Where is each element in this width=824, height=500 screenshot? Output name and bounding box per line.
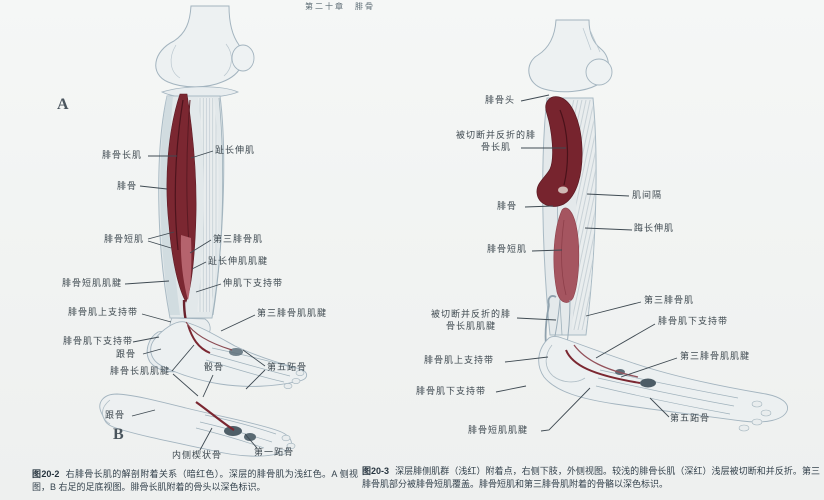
label-fibularis-longus-tendon: 腓骨长肌肌腱 bbox=[110, 366, 171, 376]
femur-bone bbox=[155, 5, 244, 88]
label-first-metatarsal: 第一跖骨 bbox=[254, 447, 295, 457]
figure-a-leg-lateral bbox=[146, 5, 308, 389]
label-fibularis-longus: 腓骨长肌 bbox=[102, 150, 143, 160]
label-fifth-metatarsal: 第五跖骨 bbox=[267, 362, 308, 372]
panel-letter-a: A bbox=[57, 96, 69, 113]
label-inf-fibular-retinaculum-lower: 腓骨肌下支持带 bbox=[416, 386, 487, 396]
fifth-metatarsal-attachment-right bbox=[640, 378, 656, 388]
caption-text-20-2: 右腓骨长肌的解剖附着关系（暗红色）。深层的腓骨肌为浅红色。A 侧视图，B 右足的… bbox=[32, 469, 359, 492]
label-ext-digitorum-longus: 趾长伸肌 bbox=[215, 145, 256, 155]
label-ext-hallucis-longus: 踇长伸肌 bbox=[634, 223, 675, 233]
fibularis-brevis-right bbox=[553, 207, 580, 303]
label-edl-tendon: 趾长伸肌肌腱 bbox=[208, 256, 269, 266]
label-inf-extensor-retinaculum: 伸肌下支持带 bbox=[223, 278, 284, 288]
label-fibularis-brevis-tendon: 腓骨短肌肌腱 bbox=[62, 278, 123, 288]
figure-a-foot-plantar bbox=[99, 393, 296, 457]
label-fibularis-tertius-right: 第三腓骨肌 bbox=[644, 295, 695, 305]
reflected-fibularis-longus bbox=[536, 96, 583, 207]
first-metatarsal-attachment bbox=[244, 433, 256, 441]
label-calcaneus-b: 跟骨 bbox=[105, 410, 126, 420]
label-fibularis-brevis-tendon-right: 腓骨短肌肌腱 bbox=[468, 425, 529, 435]
label-calcaneus: 跟骨 bbox=[116, 349, 137, 359]
label-cut-fibularis-longus: 被切断并反折的腓 骨长肌 bbox=[455, 130, 536, 152]
plantar-foot-outline bbox=[99, 393, 292, 457]
panel-letter-b: B bbox=[113, 426, 124, 443]
label-fibularis-brevis: 腓骨短肌 bbox=[104, 234, 145, 244]
label-cuboid: 骰骨 bbox=[204, 362, 225, 372]
leader-lines bbox=[124, 94, 678, 451]
label-fibularis-tertius: 第三腓骨肌 bbox=[213, 234, 264, 244]
label-sup-fibular-retinaculum: 腓骨肌上支持带 bbox=[68, 307, 139, 317]
label-fibula: 腓骨 bbox=[117, 181, 138, 191]
label-fibula-right: 腓骨 bbox=[497, 201, 518, 211]
label-fibularis-tertius-tendon-right: 第三腓骨肌肌腱 bbox=[680, 351, 751, 361]
label-inf-fibular-retinaculum: 腓骨肌下支持带 bbox=[63, 336, 134, 346]
label-fibular-head: 腓骨头 bbox=[485, 95, 516, 105]
caption-id-20-3: 图20-3 bbox=[362, 466, 390, 476]
caption-id-20-2: 图20-2 bbox=[32, 469, 60, 479]
foot-skeleton bbox=[150, 321, 308, 387]
label-medial-cuneiform: 内侧楔状骨 bbox=[172, 450, 223, 460]
label-sup-fibular-retinaculum-right: 腓骨肌上支持带 bbox=[424, 355, 495, 365]
label-fibularis-brevis-right: 腓骨短肌 bbox=[487, 244, 528, 254]
fifth-metatarsal-attachment bbox=[229, 348, 243, 356]
figure-b-leg-lateral bbox=[528, 19, 789, 432]
label-fibularis-tertius-tendon: 第三腓骨肌肌腱 bbox=[257, 308, 328, 318]
label-fifth-metatarsal-right: 第五跖骨 bbox=[670, 413, 711, 423]
foot-skeleton-right bbox=[538, 336, 789, 423]
femoral-condyle bbox=[231, 44, 255, 72]
label-inf-fibular-retinaculum-upper: 腓骨肌下支持带 bbox=[658, 316, 729, 326]
fibularis-brevis-muscle bbox=[180, 235, 192, 300]
chapter-header: 第二十章 腓骨 bbox=[305, 2, 375, 11]
label-intermuscular-septum: 肌间隔 bbox=[632, 190, 663, 200]
label-cut-fl-tendon: 被切断并反折的腓 骨长肌肌腱 bbox=[430, 309, 511, 331]
caption-text-20-3: 深层腓侧肌群（浅红）附着点，右侧下肢，外侧视图。较浅的腓骨长肌（深红）浅层被切断… bbox=[362, 466, 820, 489]
medial-cuneiform-attachment bbox=[224, 426, 242, 436]
femoral-condyle-right bbox=[585, 58, 613, 86]
